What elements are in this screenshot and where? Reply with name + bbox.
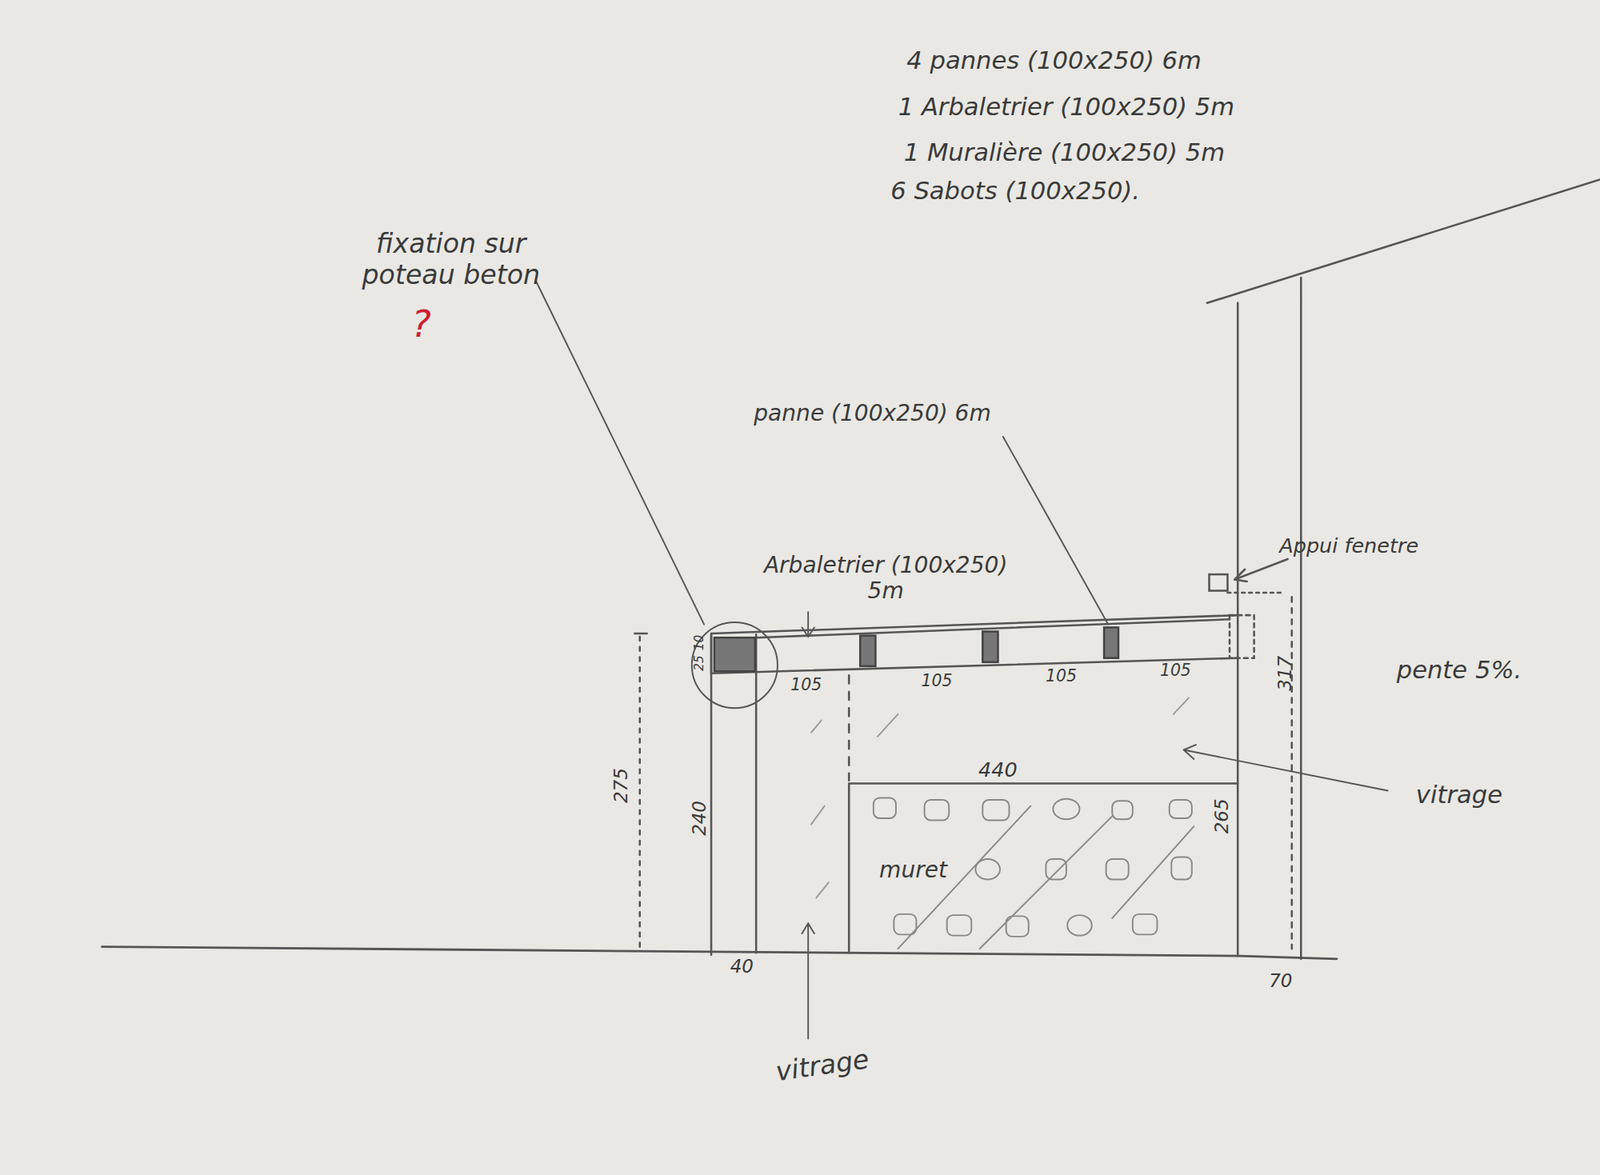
part-name: vitrage bbox=[1416, 781, 1503, 810]
part-name: panne (100x250) 6m bbox=[753, 400, 991, 426]
parts-list-line: 1 Muralière (100x250) 5m bbox=[904, 139, 1225, 168]
dimension: 105 bbox=[1160, 662, 1192, 681]
dimension: 265 bbox=[1212, 798, 1233, 834]
question-mark: ? bbox=[412, 303, 432, 346]
part-name: muret bbox=[879, 857, 948, 884]
dimension: 25 bbox=[692, 655, 708, 671]
dimension: 40 bbox=[730, 956, 754, 978]
dimension: 317 bbox=[1275, 656, 1296, 692]
dimension: 105 bbox=[1045, 667, 1077, 686]
parts-list-line: 1 Arbaletrier (100x250) 5m bbox=[898, 94, 1235, 123]
dimension: 240 bbox=[689, 800, 711, 836]
parts-list-line: 4 pannes (100x250) 6m bbox=[906, 47, 1202, 76]
dimension: 105 bbox=[920, 672, 952, 691]
part-name: vitrage bbox=[773, 1044, 871, 1088]
note: pente 5%. bbox=[1396, 657, 1523, 686]
part-name: Appui fenetre bbox=[1279, 534, 1419, 558]
part-name: Arbaletrier (100x250) 5m bbox=[748, 552, 1024, 605]
dimension: 440 bbox=[978, 758, 1018, 782]
note: fixation sur poteau beton bbox=[338, 229, 564, 291]
dimension: 275 bbox=[611, 768, 632, 804]
dimension: 70 bbox=[1268, 971, 1292, 992]
dimension: 105 bbox=[790, 676, 822, 695]
dimension: 10 bbox=[692, 635, 708, 651]
parts-list-line: 6 Sabots (100x250). bbox=[890, 177, 1140, 206]
